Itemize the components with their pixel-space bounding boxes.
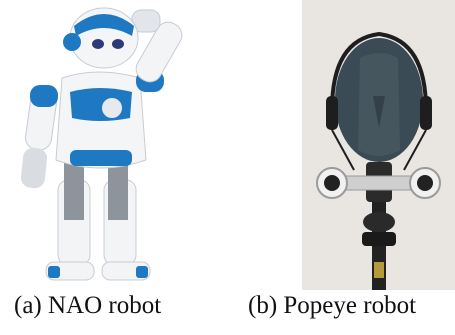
caption-popeye: (b) Popeye robot xyxy=(248,292,417,319)
popeye-robot-head-photo xyxy=(302,0,455,290)
panel-nao xyxy=(0,0,215,300)
caption-nao: (a) NAO robot xyxy=(14,292,162,319)
nao-robot-photo xyxy=(20,7,183,281)
panel-popeye xyxy=(302,0,455,300)
